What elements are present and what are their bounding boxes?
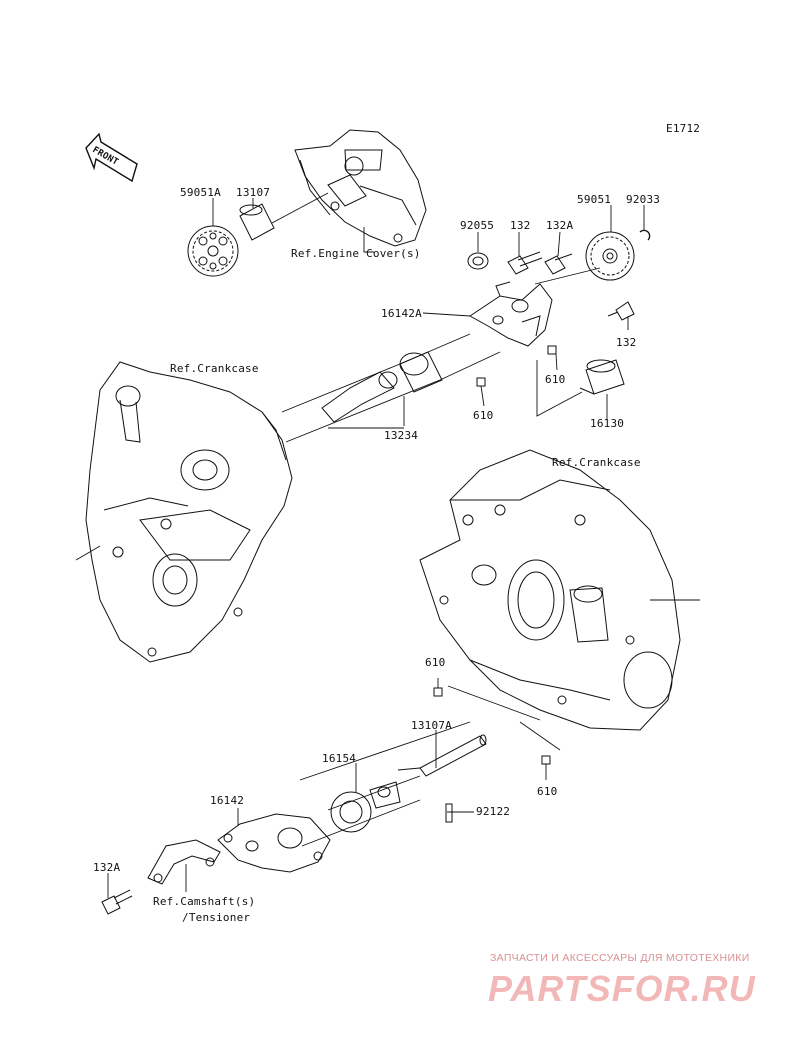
part-label-13234: 13234: [384, 429, 419, 442]
ref-crankcase-right-label: Ref.Crankcase: [552, 456, 641, 469]
watermark-subtitle: ЗАПЧАСТИ И АКСЕССУАРЫ ДЛЯ МОТОТЕХНИКИ: [490, 952, 750, 964]
crankcase-left-part: [85, 361, 293, 663]
part-label-16154: 16154: [322, 752, 357, 765]
part-label-610-b: 610: [473, 409, 494, 422]
part-label-16142: 16142: [210, 794, 245, 807]
part-label-132A-bottom: 132A: [93, 861, 121, 874]
part-label-59051: 59051: [577, 193, 612, 206]
pin-610-d-part: [541, 755, 551, 765]
part-label-92122: 92122: [476, 805, 511, 818]
shaft-13107-part: [239, 203, 275, 241]
rotor-16154-part: [330, 781, 401, 833]
part-label-132-right: 132: [616, 336, 637, 349]
pump-cover-16142-part: [217, 813, 331, 873]
pin-610-b-part: [476, 377, 486, 387]
part-label-92055: 92055: [460, 219, 495, 232]
part-label-610-a: 610: [545, 373, 566, 386]
part-label-16130: 16130: [590, 417, 625, 430]
bolt-132A-bottom-part: [101, 889, 133, 915]
part-label-13107: 13107: [236, 186, 271, 199]
part-label-132-top: 132: [510, 219, 531, 232]
ref-crankcase-left-label: Ref.Crankcase: [170, 362, 259, 375]
diagram-id: E1712: [666, 122, 701, 135]
pin-610-a-part: [547, 345, 557, 355]
ref-camshaft-label: Ref.Camshaft(s): [153, 895, 256, 908]
pump-body-16142A-part: [469, 281, 553, 347]
leader-lines: [75, 192, 700, 898]
crankcase-right-part: [419, 449, 681, 731]
watermark-brand: PARTSFOR.RU: [488, 968, 756, 1009]
front-arrow-icon: [85, 132, 138, 183]
pin-92122-part: [445, 803, 453, 823]
sprocket-59051-part: [585, 231, 635, 281]
circlip-92033-part: [639, 229, 651, 241]
ref-tensioner-label: /Tensioner: [182, 911, 251, 924]
ref-engine-cover-label: Ref.Engine Cover(s): [291, 247, 421, 260]
part-label-16142A: 16142A: [381, 307, 422, 320]
fitting-16130-part: [579, 359, 625, 395]
seal-92055-part: [467, 252, 489, 270]
bolt-132-top-part: [507, 251, 543, 275]
part-label-132A-top: 132A: [546, 219, 574, 232]
bolt-132A-top-part: [544, 253, 573, 275]
camshaft-tensioner-bracket-part: [147, 839, 221, 885]
part-label-13107A: 13107A: [411, 719, 452, 732]
part-label-610-d: 610: [537, 785, 558, 798]
part-label-92033: 92033: [626, 193, 661, 206]
engine-cover-part: [294, 129, 427, 247]
sprocket-59051A-part: [187, 225, 239, 277]
pin-610-c-part: [433, 687, 443, 697]
bolt-132-right-part: [607, 301, 635, 321]
shaft-13107A-part: [419, 734, 487, 777]
rotor-13234-part: [321, 351, 443, 423]
part-label-59051A: 59051A: [180, 186, 221, 199]
part-label-610-c: 610: [425, 656, 446, 669]
